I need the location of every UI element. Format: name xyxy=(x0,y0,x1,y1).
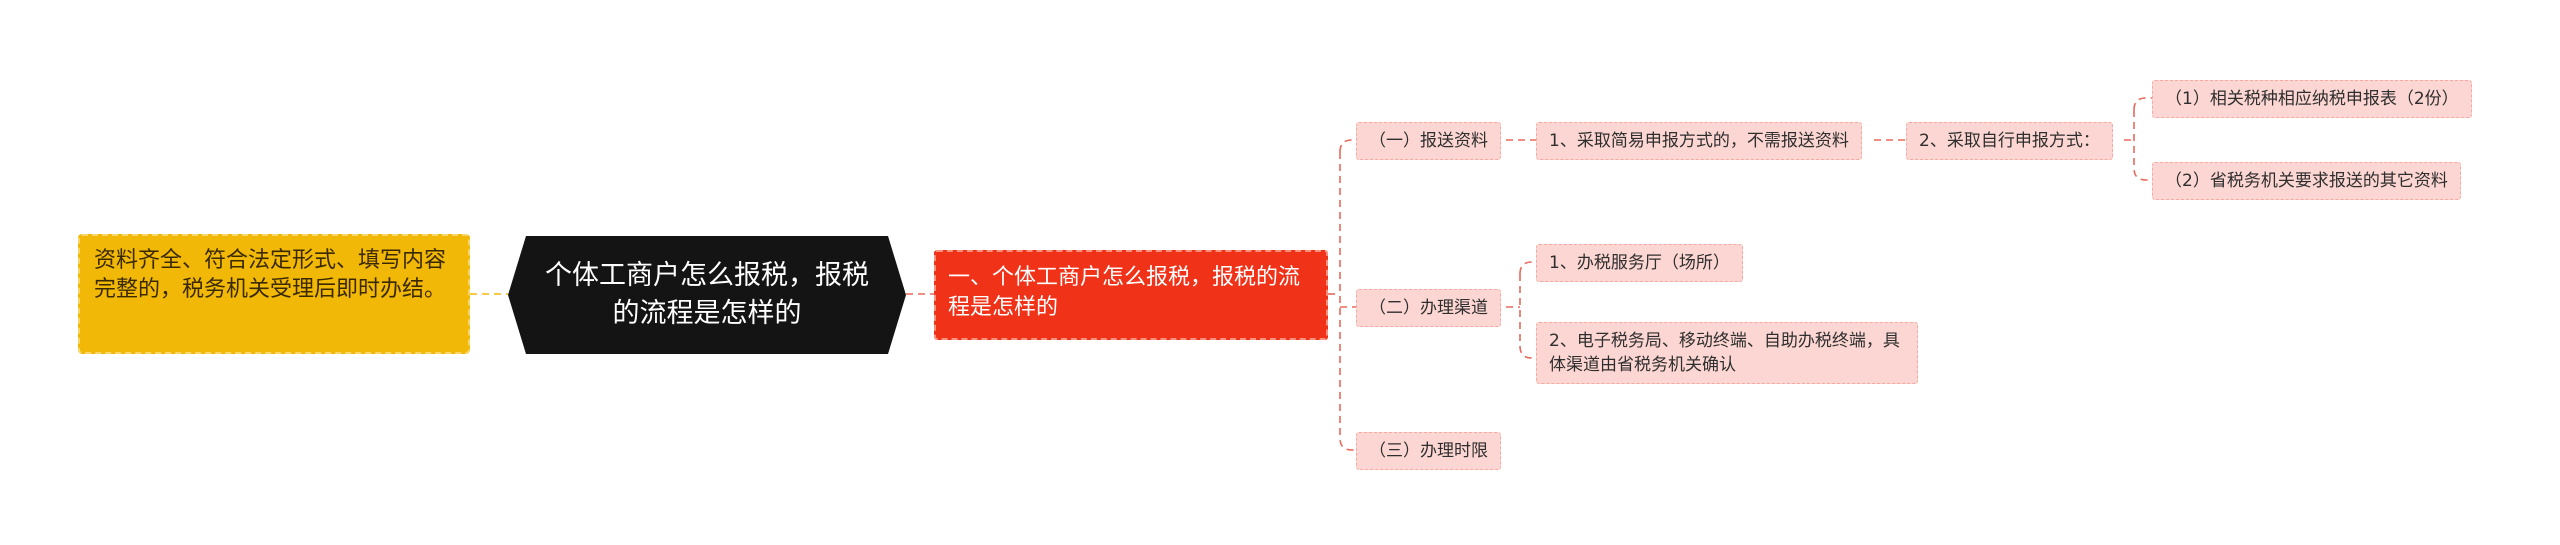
other-materials-item[interactable]: （2）省税务机关要求报送的其它资料 xyxy=(2152,162,2461,200)
self-filing-item[interactable]: 2、采取自行申报方式： xyxy=(1906,122,2113,160)
link-s2-children xyxy=(1506,261,1536,359)
summary-note-text: 资料齐全、符合法定形式、填写内容完整的，税务机关受理后即时办结。 xyxy=(94,248,447,302)
simple-filing-item-text: 1、采取简易申报方式的，不需报送资料 xyxy=(1549,131,1849,151)
simple-filing-item[interactable]: 1、采取简易申报方式的，不需报送资料 xyxy=(1536,122,1862,160)
section-submit-materials[interactable]: （一）报送资料 xyxy=(1356,122,1501,160)
link-m2-results xyxy=(2124,97,2152,181)
section-channels[interactable]: （二）办理渠道 xyxy=(1356,289,1501,327)
section-channels-text: （二）办理渠道 xyxy=(1369,298,1488,318)
central-topic-shape xyxy=(508,236,906,354)
electronic-channels-item[interactable]: 2、电子税务局、移动终端、自助办税终端，具体渠道由省税务机关确认 xyxy=(1536,322,1918,384)
tax-return-forms-item-text: （1）相关税种相应纳税申报表（2份） xyxy=(2165,89,2459,109)
electronic-channels-item-text: 2、电子税务局、移动终端、自助办税终端，具体渠道由省税务机关确认 xyxy=(1549,331,1900,375)
service-hall-item[interactable]: 1、办税服务厅（场所） xyxy=(1536,244,1743,282)
section-submit-materials-text: （一）报送资料 xyxy=(1369,131,1488,151)
link-sections-vertical xyxy=(1339,139,1356,451)
tax-return-forms-item[interactable]: （1）相关税种相应纳税申报表（2份） xyxy=(2152,80,2472,118)
service-hall-item-text: 1、办税服务厅（场所） xyxy=(1549,253,1730,273)
section-time-limit[interactable]: （三）办理时限 xyxy=(1356,432,1501,470)
central-topic-text: 个体工商户怎么报税，报税的流程是怎样的 xyxy=(545,260,869,329)
main-branch-text: 一、个体工商户怎么报税，报税的流程是怎样的 xyxy=(948,265,1301,320)
main-branch[interactable]: 一、个体工商户怎么报税，报税的流程是怎样的 xyxy=(934,250,1328,340)
section-time-limit-text: （三）办理时限 xyxy=(1369,441,1488,461)
summary-note[interactable]: 资料齐全、符合法定形式、填写内容完整的，税务机关受理后即时办结。 xyxy=(78,234,470,354)
central-topic[interactable]: 个体工商户怎么报税，报税的流程是怎样的 xyxy=(508,236,906,354)
self-filing-item-text: 2、采取自行申报方式： xyxy=(1919,131,2100,151)
other-materials-item-text: （2）省税务机关要求报送的其它资料 xyxy=(2165,171,2448,191)
